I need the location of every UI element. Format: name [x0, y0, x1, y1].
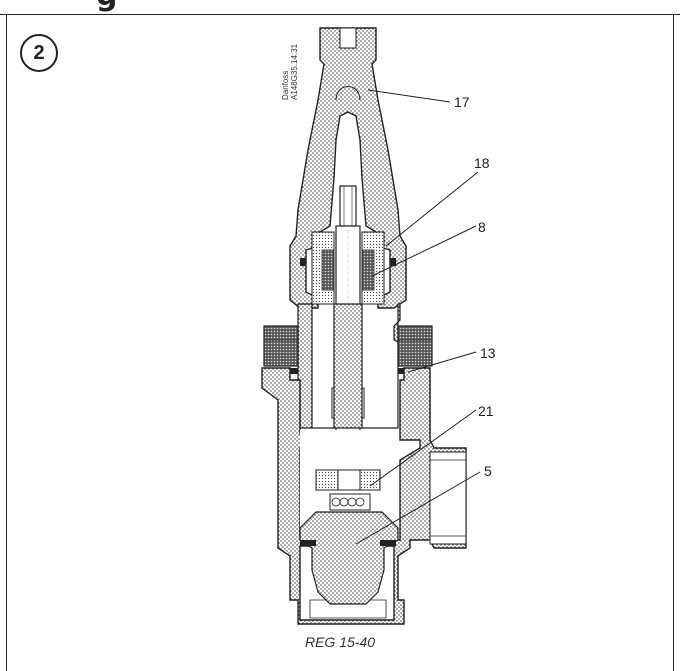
packing-gland — [300, 231, 396, 305]
figure-number-badge: 2 — [20, 34, 58, 72]
callout-21: 21 — [478, 403, 494, 419]
callout-13: 13 — [480, 345, 496, 361]
leader-lines — [355, 89, 481, 545]
callout-8: 8 — [478, 219, 486, 235]
left-border — [6, 14, 7, 671]
valve-cone — [299, 469, 399, 605]
drawing-code-label: A148G35.14.31 — [290, 43, 299, 100]
bonnet — [263, 303, 433, 429]
callout-5: 5 — [484, 463, 492, 479]
figure-number: 2 — [33, 41, 45, 64]
right-border — [673, 14, 674, 671]
callout-18: 18 — [474, 155, 490, 171]
manufacturer-label: Danfoss — [281, 71, 290, 100]
figure-caption: REG 15-40 — [304, 634, 376, 650]
section-heading-fragment: g — [96, 0, 166, 14]
callout-17: 17 — [454, 94, 470, 110]
top-border — [0, 14, 680, 15]
